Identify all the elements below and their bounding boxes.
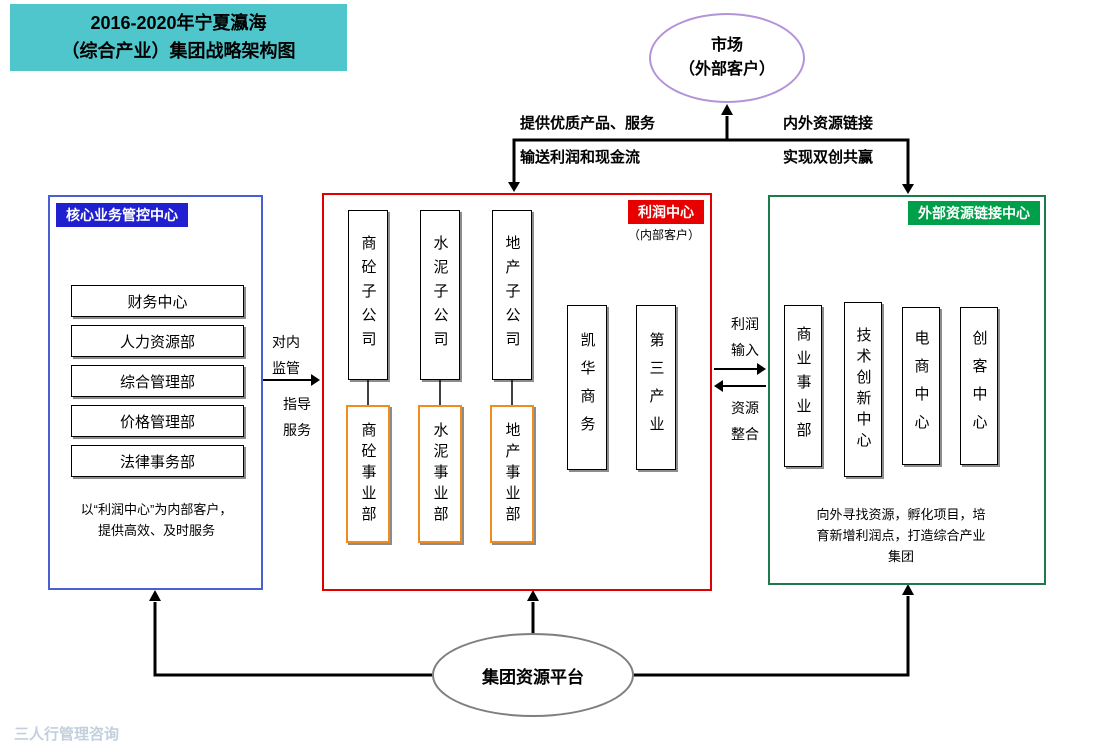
- title-line-2: （综合产业）集团战略架构图: [61, 40, 296, 61]
- core-note-line-2: 提供高效、及时服务: [97, 522, 215, 538]
- subsidiary-label: 地产子公司: [503, 235, 521, 355]
- label-resource-integration: 资源整合: [731, 400, 759, 442]
- resource-label: 技术创新中心: [854, 326, 872, 453]
- flow-label-deliver-profit: 输送利润和现金流: [520, 149, 641, 166]
- market-line-2: （外部客户）: [678, 61, 775, 78]
- dept-box-legal: 法律事务部: [71, 445, 244, 477]
- label-internal-supervision: 对内监管: [272, 334, 300, 376]
- dept-box-finance: 财务中心: [71, 285, 244, 317]
- division-label: 地产事业部: [503, 421, 521, 527]
- note-external-resource: 向外寻找资源，孵化项目，培育新增利润点，打造综合产业集团: [816, 507, 986, 564]
- title-line-1: 2016-2020年宁夏瀛海: [90, 12, 267, 33]
- subsidiary-box-cement: 水泥子公司: [420, 210, 460, 380]
- core-note-line-1: 以“利润中心”为内部客户，: [80, 502, 233, 517]
- business-unit-box-tertiary: 第三产业: [636, 305, 676, 470]
- resource-label: 创客中心: [970, 330, 988, 442]
- resource-label: 电商中心: [912, 330, 930, 442]
- watermark: 三人行管理咨询: [14, 726, 120, 742]
- platform-node: 集团资源平台: [432, 633, 634, 717]
- division-box-realestate: 地产事业部: [490, 405, 534, 543]
- panel-profit-center: 利润中心 （内部客户） 商砼子公司 水泥子公司 地产子公司 商砼事业部 水泥事业…: [322, 193, 712, 591]
- dept-box-general-admin: 综合管理部: [71, 365, 244, 397]
- dept-box-pricing: 价格管理部: [71, 405, 244, 437]
- subsidiary-label: 商砼子公司: [359, 235, 377, 355]
- flow-label-resource-link: 内外资源链接: [783, 115, 874, 132]
- resource-box-tech-innovation: 技术创新中心: [844, 302, 882, 477]
- division-box-cement: 水泥事业部: [418, 405, 462, 543]
- business-unit-label: 凯华商务: [578, 331, 596, 444]
- external-resource-header: 外部资源链接中心: [908, 201, 1040, 225]
- panel-core-control: 核心业务管控中心 财务中心 人力资源部 综合管理部 价格管理部 法律事务部 以“…: [48, 195, 263, 590]
- resource-box-ecommerce: 电商中心: [902, 307, 940, 465]
- note-core-control: 以“利润中心”为内部客户， 提供高效、及时服务: [58, 500, 255, 542]
- resource-box-maker-center: 创客中心: [960, 307, 998, 465]
- diagram-title: 2016-2020年宁夏瀛海 （综合产业）集团战略架构图: [10, 4, 347, 71]
- label-guidance-service: 指导服务: [283, 396, 311, 438]
- flow-label-win-win: 实现双创共赢: [783, 149, 874, 166]
- division-label: 商砼事业部: [359, 421, 377, 527]
- division-label: 水泥事业部: [431, 421, 449, 527]
- core-control-header: 核心业务管控中心: [56, 203, 188, 227]
- market-line-1: 市场: [710, 37, 743, 54]
- profit-center-subheader: （内部客户）: [627, 228, 700, 242]
- business-unit-label: 第三产业: [647, 331, 665, 444]
- label-profit-input: 利润输入: [731, 316, 759, 358]
- dept-box-hr: 人力资源部: [71, 325, 244, 357]
- resource-box-commerce: 商业事业部: [784, 305, 822, 467]
- profit-center-header: 利润中心: [628, 200, 704, 224]
- market-node: 市场 （外部客户）: [649, 13, 805, 103]
- division-box-concrete: 商砼事业部: [346, 405, 390, 543]
- panel-external-resource: 外部资源链接中心 商业事业部 技术创新中心 电商中心 创客中心 向外寻找资源，孵…: [768, 195, 1046, 585]
- subsidiary-label: 水泥子公司: [431, 235, 449, 355]
- subsidiary-box-concrete: 商砼子公司: [348, 210, 388, 380]
- flow-label-provide-products: 提供优质产品、服务: [520, 115, 656, 132]
- resource-label: 商业事业部: [794, 326, 812, 446]
- business-unit-box-kaihua: 凯华商务: [567, 305, 607, 470]
- subsidiary-box-realestate: 地产子公司: [492, 210, 532, 380]
